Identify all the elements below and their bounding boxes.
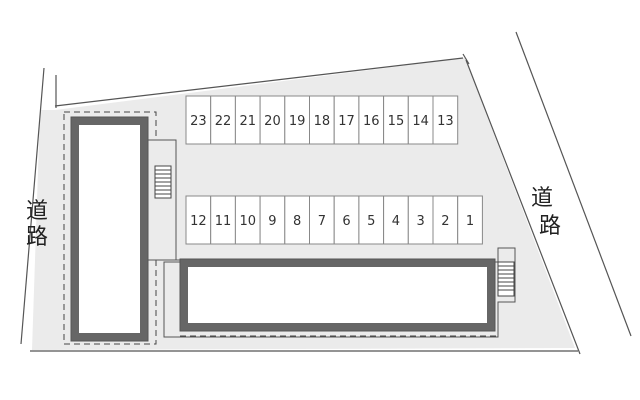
parking-slot-box <box>333 95 360 145</box>
parking-slot-number: 4 <box>392 214 400 229</box>
parking-slot-number: 20 <box>264 114 281 129</box>
parking-slot-number: 16 <box>363 114 380 129</box>
parking-slot-12: 12 <box>185 195 212 245</box>
parking-slot-2: 2 <box>432 195 459 245</box>
parking-slot-7: 7 <box>309 195 335 245</box>
parking-slot-19: 19 <box>284 95 310 145</box>
parking-slot-number: 19 <box>289 114 306 129</box>
walkway <box>147 139 177 261</box>
parking-slot-number: 12 <box>190 214 207 229</box>
bottom-building-inner <box>188 267 487 323</box>
parking-slot-9: 9 <box>259 195 286 245</box>
parking-slot-number: 9 <box>268 214 276 229</box>
parking-slot-11: 11 <box>210 195 236 245</box>
parking-slot-box <box>284 195 310 245</box>
parking-slot-box <box>333 195 360 245</box>
parking-slot-box <box>457 195 483 245</box>
parking-slot-3: 3 <box>407 195 434 245</box>
parking-row-top: 23 22 21 20 19 18 17 16 15 14 13 <box>185 95 459 145</box>
parking-slot-number: 5 <box>367 214 375 229</box>
parking-slot-number: 7 <box>318 214 326 229</box>
parking-slot-number: 22 <box>215 114 232 129</box>
parking-slot-box <box>407 95 434 145</box>
left-road-label-char-2: 路 <box>26 225 48 250</box>
right-road-label-char-1: 道 <box>531 186 553 211</box>
lot-boundary-top <box>54 57 464 107</box>
parking-slot-number: 14 <box>412 114 429 129</box>
parking-slot-15: 15 <box>383 95 409 145</box>
parking-slot-box <box>407 195 434 245</box>
parking-slot-number: 18 <box>314 114 331 129</box>
parking-slot-box <box>185 195 212 245</box>
parking-slot-number: 23 <box>190 114 207 129</box>
left-road-edge <box>20 67 45 345</box>
parking-slot-21: 21 <box>234 95 261 145</box>
parking-slot-1: 1 <box>457 195 483 245</box>
stairs-icon <box>497 261 515 297</box>
parking-slot-number: 21 <box>239 114 256 129</box>
parking-slot-box <box>284 95 310 145</box>
parking-slot-18: 18 <box>309 95 335 145</box>
parking-slot-23: 23 <box>185 95 212 145</box>
parking-slot-box <box>432 195 459 245</box>
parking-slot-6: 6 <box>333 195 360 245</box>
left-building-inner <box>79 125 140 333</box>
parking-slot-number: 8 <box>293 214 301 229</box>
parking-slot-17: 17 <box>333 95 360 145</box>
parking-slot-box <box>432 95 459 145</box>
parking-slot-number: 1 <box>466 214 474 229</box>
right-road-label-char-2: 路 <box>539 214 561 239</box>
parking-slot-number: 10 <box>239 214 256 229</box>
lot-boundary-right <box>465 59 581 355</box>
parking-slot-number: 2 <box>441 214 449 229</box>
parking-slot-number: 6 <box>342 214 350 229</box>
right-road-edge <box>515 31 632 337</box>
parking-slot-4: 4 <box>383 195 409 245</box>
parking-slot-22: 22 <box>210 95 236 145</box>
left-building-dashed-outline <box>63 111 157 345</box>
parking-slot-number: 17 <box>338 114 355 129</box>
parking-slot-number: 3 <box>417 214 425 229</box>
parking-slot-box <box>210 195 236 245</box>
parking-slot-5: 5 <box>358 195 385 245</box>
parking-slot-box <box>259 195 286 245</box>
parking-slot-8: 8 <box>284 195 310 245</box>
parking-slot-box <box>358 95 385 145</box>
parking-slot-box <box>234 95 261 145</box>
parking-slot-box <box>234 195 261 245</box>
left-road-label-char-1: 道 <box>26 199 48 224</box>
parking-slot-number: 13 <box>437 114 454 129</box>
parking-slot-16: 16 <box>358 95 385 145</box>
parking-slot-box <box>309 195 335 245</box>
stairs-icon <box>154 165 172 199</box>
parking-slot-box <box>185 95 212 145</box>
parking-slot-20: 20 <box>259 95 286 145</box>
parking-slot-number: 15 <box>388 114 405 129</box>
parking-slot-14: 14 <box>407 95 434 145</box>
parking-slot-10: 10 <box>234 195 261 245</box>
parking-slot-number: 11 <box>215 214 232 229</box>
parking-slot-13: 13 <box>432 95 459 145</box>
lot-boundary-top-right <box>462 53 470 65</box>
parking-row-bottom: 12 11 10 9 8 7 6 5 4 3 2 1 <box>185 195 483 245</box>
parking-slot-box <box>383 195 409 245</box>
